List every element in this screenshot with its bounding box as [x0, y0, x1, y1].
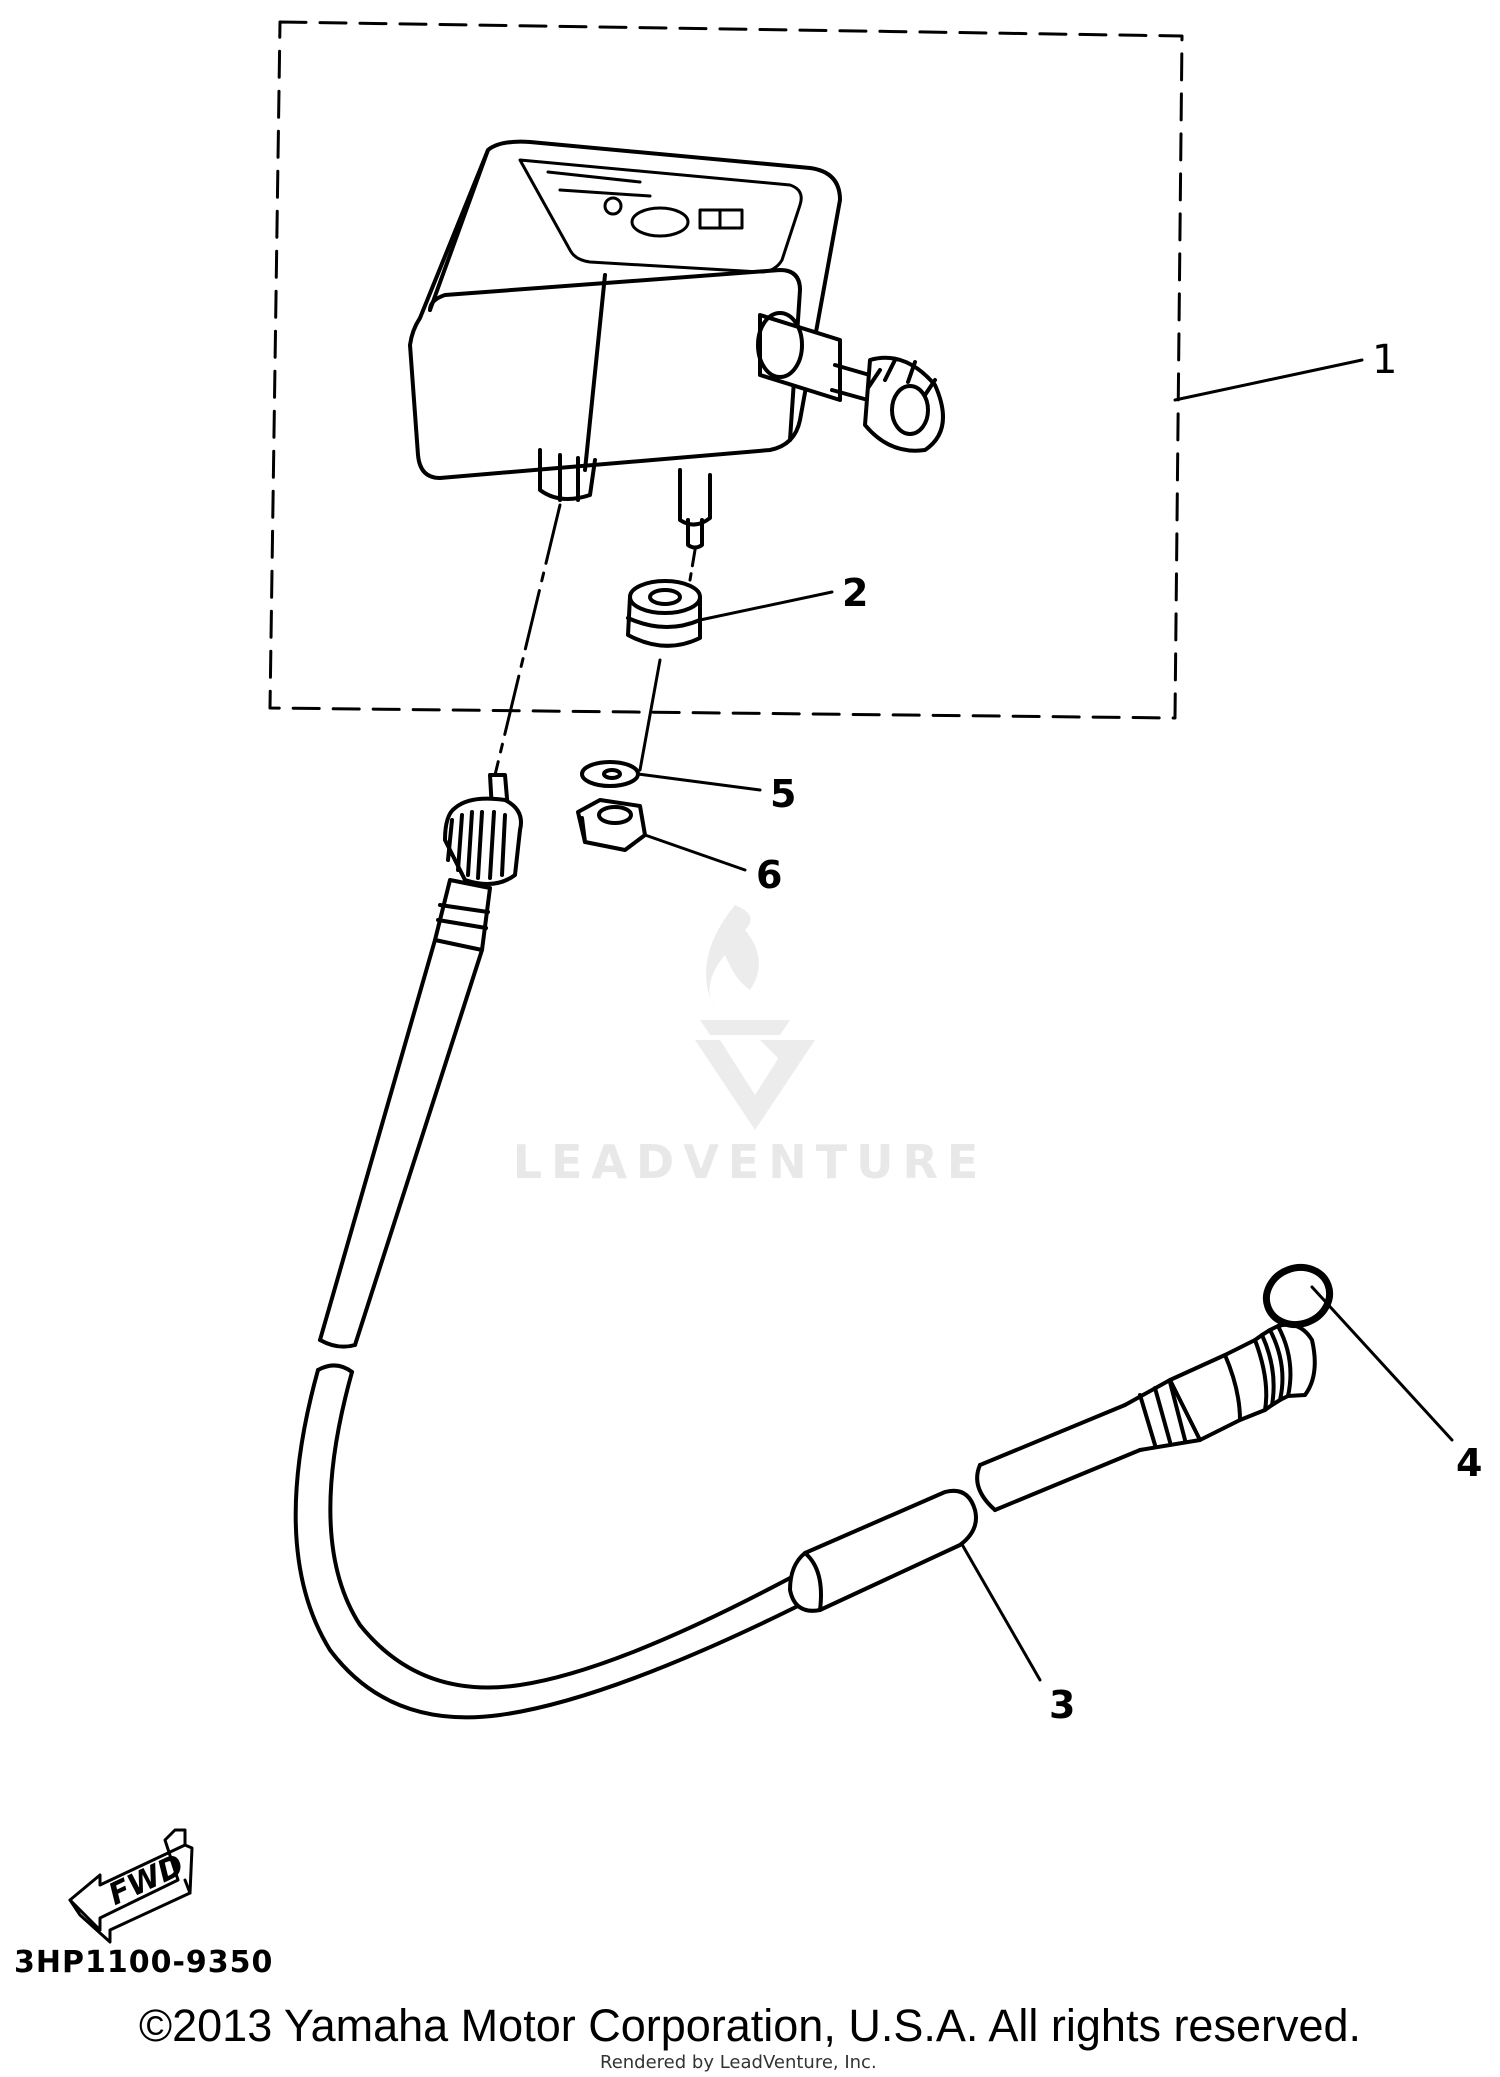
o-ring-4	[1262, 1264, 1334, 1328]
callout-3: 3	[1049, 1683, 1076, 1727]
fwd-label: FWD	[103, 1848, 189, 1913]
part-number: 3HP1100-9350	[14, 1945, 274, 1980]
leader-3	[946, 1518, 1042, 1682]
leader-4	[1310, 1285, 1454, 1442]
fwd-arrow	[68, 1828, 194, 1944]
leader-1	[1173, 358, 1364, 402]
copyright-notice: ©2013 Yamaha Motor Corporation, U.S.A. A…	[138, 2000, 1362, 2051]
assembly-boundary	[268, 20, 1184, 720]
callout-4: 4	[1456, 1441, 1483, 1485]
callout-5: 5	[770, 772, 797, 816]
callout-6: 6	[756, 853, 783, 897]
leader-2	[698, 590, 834, 622]
watermark: LEADVENTURE	[490, 900, 1010, 1200]
watermark-logo	[695, 905, 815, 1130]
nut-6	[576, 798, 647, 852]
centerline-stud	[688, 548, 697, 582]
grommet-2	[626, 579, 702, 648]
leader-6	[643, 833, 747, 872]
leader-5	[636, 772, 762, 792]
callout-1: 1	[1372, 337, 1398, 383]
watermark-text: LEADVENTURE	[512, 1135, 988, 1189]
washer-5	[580, 760, 640, 788]
speedometer-cable-3	[293, 773, 1317, 1720]
speedometer-assembly	[408, 139, 945, 550]
centerline-cable	[493, 503, 562, 777]
callout-2: 2	[842, 571, 869, 615]
rendered-by-notice: Rendered by LeadVenture, Inc.	[600, 2052, 877, 2073]
